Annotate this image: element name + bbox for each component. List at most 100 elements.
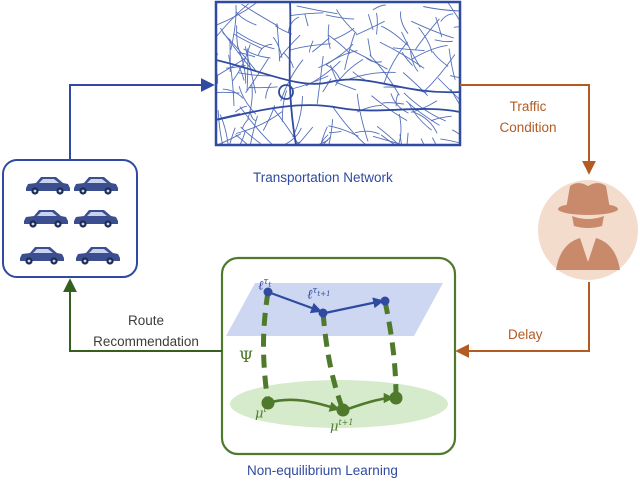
street-line	[411, 20, 454, 39]
street-line	[408, 102, 432, 131]
street-line	[232, 44, 251, 82]
street-line	[219, 114, 229, 145]
mu-sup-t: t	[263, 405, 267, 414]
street-line	[278, 34, 301, 59]
street-line	[216, 2, 258, 26]
street-line	[348, 71, 396, 80]
street-line	[364, 56, 382, 63]
street-line	[452, 129, 460, 136]
street-line	[296, 5, 338, 15]
street-line	[228, 54, 235, 107]
vehicles-box	[2, 159, 138, 278]
loss-base-t: ℓ	[258, 278, 264, 294]
traffic-label-line1: Traffic	[509, 99, 547, 114]
street-line	[399, 134, 403, 145]
transportation-network-map	[214, 0, 462, 147]
street-line	[367, 14, 374, 31]
street-line	[309, 40, 314, 53]
street-line	[453, 26, 460, 28]
street-line	[406, 132, 409, 145]
loss-sup-t1: τ	[312, 286, 318, 296]
street-line	[257, 43, 273, 56]
street-line	[448, 48, 456, 80]
street-line	[249, 115, 258, 145]
street-line	[235, 134, 249, 145]
street-line	[243, 48, 271, 59]
street-line	[230, 4, 237, 51]
street-line	[335, 59, 364, 86]
psi-label: Ψ	[239, 347, 254, 366]
delay-label: Delay	[508, 327, 543, 342]
street-line	[392, 47, 425, 52]
street-line	[216, 3, 249, 38]
street-line	[423, 54, 456, 92]
loss-sub-t1: t+1	[317, 289, 331, 298]
street-line	[400, 11, 409, 34]
street-line	[288, 43, 331, 51]
street-line	[375, 12, 378, 35]
street-line	[423, 6, 460, 12]
street-line	[352, 71, 365, 80]
street-line	[247, 85, 253, 119]
street-line	[272, 36, 283, 58]
street-line	[331, 105, 366, 145]
street-line	[380, 134, 397, 145]
arrow-cars-to-network	[69, 78, 215, 160]
street-line	[372, 135, 405, 145]
street-line	[440, 13, 454, 22]
street-line	[449, 75, 460, 79]
street-line	[262, 105, 276, 131]
route-label-line1: Route	[127, 313, 165, 328]
street-line	[376, 126, 400, 145]
street-line	[437, 77, 460, 101]
street-line	[239, 130, 246, 145]
street-line	[235, 11, 257, 26]
route-label-line2: Recommendation	[93, 334, 199, 349]
street-line	[405, 100, 440, 126]
mu-base-t1: μ	[330, 419, 339, 435]
street-line	[418, 27, 433, 53]
street-line	[240, 126, 261, 145]
learning-box	[220, 256, 457, 456]
loss-sup-t: τ	[263, 277, 269, 287]
street-line	[297, 126, 314, 145]
street-line	[325, 14, 355, 20]
street-line	[372, 4, 386, 11]
street-line	[383, 41, 409, 85]
street-line	[236, 31, 275, 50]
street-line	[287, 16, 300, 33]
mu-label-t1: μt+1	[330, 414, 353, 435]
street-line	[356, 104, 382, 113]
street-line	[325, 50, 358, 66]
street-line	[318, 43, 354, 69]
arrow-learning-to-cars	[63, 278, 222, 352]
street-line	[322, 78, 332, 93]
mu-base-t: μ	[255, 406, 264, 422]
street-line	[236, 25, 239, 48]
traffic-label-line2: Condition	[499, 120, 557, 135]
street-line	[390, 93, 409, 114]
street-line	[410, 50, 419, 72]
street-line	[265, 82, 272, 99]
street-line	[356, 93, 369, 142]
street-line	[367, 38, 372, 58]
learning-caption: Non-equilibrium Learning	[247, 463, 398, 478]
street-line	[395, 93, 399, 107]
loss-label-t: ℓτt	[258, 274, 271, 294]
street-line	[349, 48, 388, 70]
street-line	[412, 111, 438, 134]
loss-base-t1: ℓ	[307, 287, 313, 303]
car-icon	[24, 210, 68, 228]
car-icon	[74, 210, 118, 228]
street-line	[248, 86, 278, 89]
loss-sub-t: t	[268, 280, 272, 289]
street-line	[304, 13, 309, 27]
street-line	[241, 3, 279, 27]
street-line	[229, 127, 236, 145]
street-line	[217, 110, 224, 145]
street-line	[379, 41, 425, 69]
street-line	[430, 115, 452, 122]
street-line	[222, 32, 256, 71]
street-line	[336, 9, 358, 35]
